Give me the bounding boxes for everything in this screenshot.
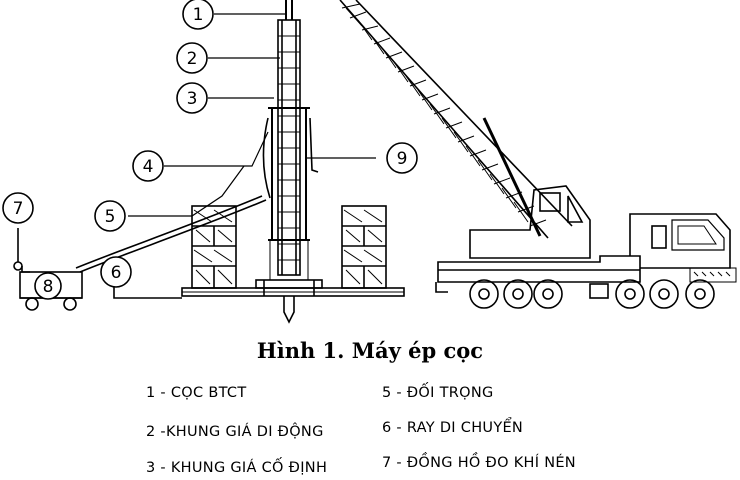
- pile-press-diagram: 1 2 3 4 5 6 7 8 9: [2, 0, 737, 324]
- callout-9: 9: [397, 149, 408, 169]
- callout-3: 3: [187, 89, 198, 109]
- legend-item-3: 3 - KHUNG GIÁ CỐ ĐỊNH: [146, 460, 328, 476]
- figure-caption: Hình 1. Máy ép cọc: [256, 338, 484, 363]
- legend-item-2: 2 -KHUNG GIÁ DI ĐỘNG: [146, 424, 324, 440]
- callout-2: 2: [187, 49, 198, 69]
- callout-4: 4: [143, 157, 154, 177]
- callout-1: 1: [193, 5, 204, 25]
- crane-truck: [339, 0, 737, 309]
- pile-press-machine: [75, 0, 405, 324]
- callout-circles: [2, 0, 418, 300]
- callout-8: 8: [43, 277, 54, 297]
- callout-leaders: [128, 13, 376, 217]
- callout-5: 5: [105, 207, 116, 227]
- callout-7: 7: [13, 199, 24, 219]
- legend-item-5: 5 - ĐỐI TRỌNG: [382, 385, 494, 401]
- legend-item-6: 6 - RAY DI CHUYỂN: [382, 420, 524, 436]
- callout-6: 6: [111, 263, 122, 283]
- legend-item-1: 1 - CỌC BTCT: [146, 385, 247, 401]
- legend-item-7: 7 - ĐỒNG HỒ ĐO KHÍ NÉN: [382, 455, 576, 471]
